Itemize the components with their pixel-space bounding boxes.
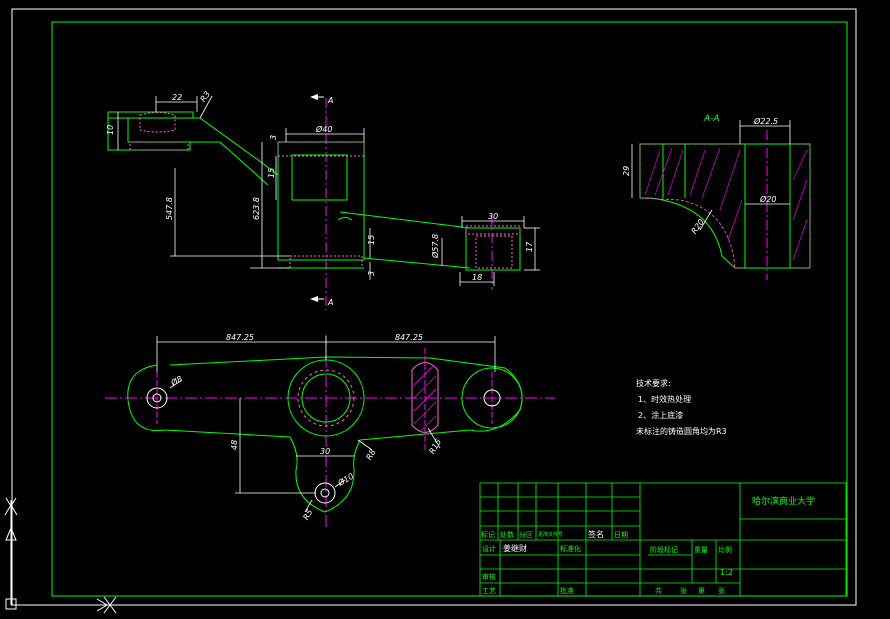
dim-10: 10 [106,125,115,135]
stage-label: 阶段标记 [650,545,678,554]
section-title: A-A [703,114,720,124]
dim-r5: R5 [301,508,314,522]
hdr-count: 处数 [500,530,514,539]
front-view [107,94,540,310]
dim-17: 17 [525,241,534,252]
dim-547-8: 547.8 [165,197,174,220]
sheet-unit-1: 张 [680,586,687,595]
notes-line-1: 1、时效热处理 [638,394,691,404]
section-mark-bottom: A [327,298,333,307]
ratio-value: 1:2 [720,568,733,577]
hdr-mark: 标记 [481,530,495,539]
standard-label: 标准化 [560,544,581,553]
dim-d57-8: Ø57.8 [430,234,440,259]
inner-frame [51,21,848,597]
dim-847-25-right: 847.25 [395,333,423,342]
notes-heading: 技术要求: [636,378,671,388]
dim-48: 48 [230,440,239,450]
dim-r15: R15 [427,437,443,455]
dim-15-arm: 15 [367,235,376,245]
notes-line-2: 2、涂上底漆 [638,410,683,420]
dim-r8: R8 [364,448,377,462]
dim-d40: Ø40 [315,124,332,134]
hdr-date: 日期 [614,531,628,539]
sheet-unit-2: 张 [718,586,725,595]
dim-847-25-left: 847.25 [226,333,254,342]
dim-d8: Ø8 [168,373,184,388]
section-mark-top: A [327,96,333,105]
dim-22: 22 [172,93,182,102]
dim-d20: Ø20 [759,194,776,204]
hdr-change-doc: 更改文件号 [538,531,563,538]
notes-line-3: 未标注的铸造圆角均为R3 [636,426,727,436]
top-view [105,335,555,528]
sheet-no: 第 [698,586,705,595]
dim-623-8: 623.8 [252,197,261,220]
dim-18: 18 [472,273,482,282]
dim-r3: R3 [199,90,212,104]
school-name: 哈尔滨商业大学 [752,495,815,507]
section-view [631,120,811,280]
outer-frame [11,8,857,606]
dim-d22-5: Ø22.5 [753,116,778,126]
approve-label: 批准 [560,586,574,595]
review-label: 审核 [482,572,496,581]
dim-3-top: 3 [269,135,278,140]
title-block [479,482,847,597]
process-label: 工艺 [482,587,496,595]
dim-29: 29 [622,166,631,176]
hdr-sign: 签名 [588,529,604,539]
hdr-zone: 分区 [519,530,533,539]
ucs-icon [4,497,117,614]
ratio-label: 比例 [718,545,732,554]
dim-3-bottom: 3 [367,271,376,276]
dim-30-boss: 30 [320,447,330,456]
dim-30-eye: 30 [488,212,498,221]
weight-label: 重量 [694,546,708,554]
designer-name: 姜继财 [503,543,527,553]
designer-label: 设计 [482,544,496,553]
dim-15-hub: 15 [267,168,276,178]
sheet-total: 共 [655,586,662,595]
